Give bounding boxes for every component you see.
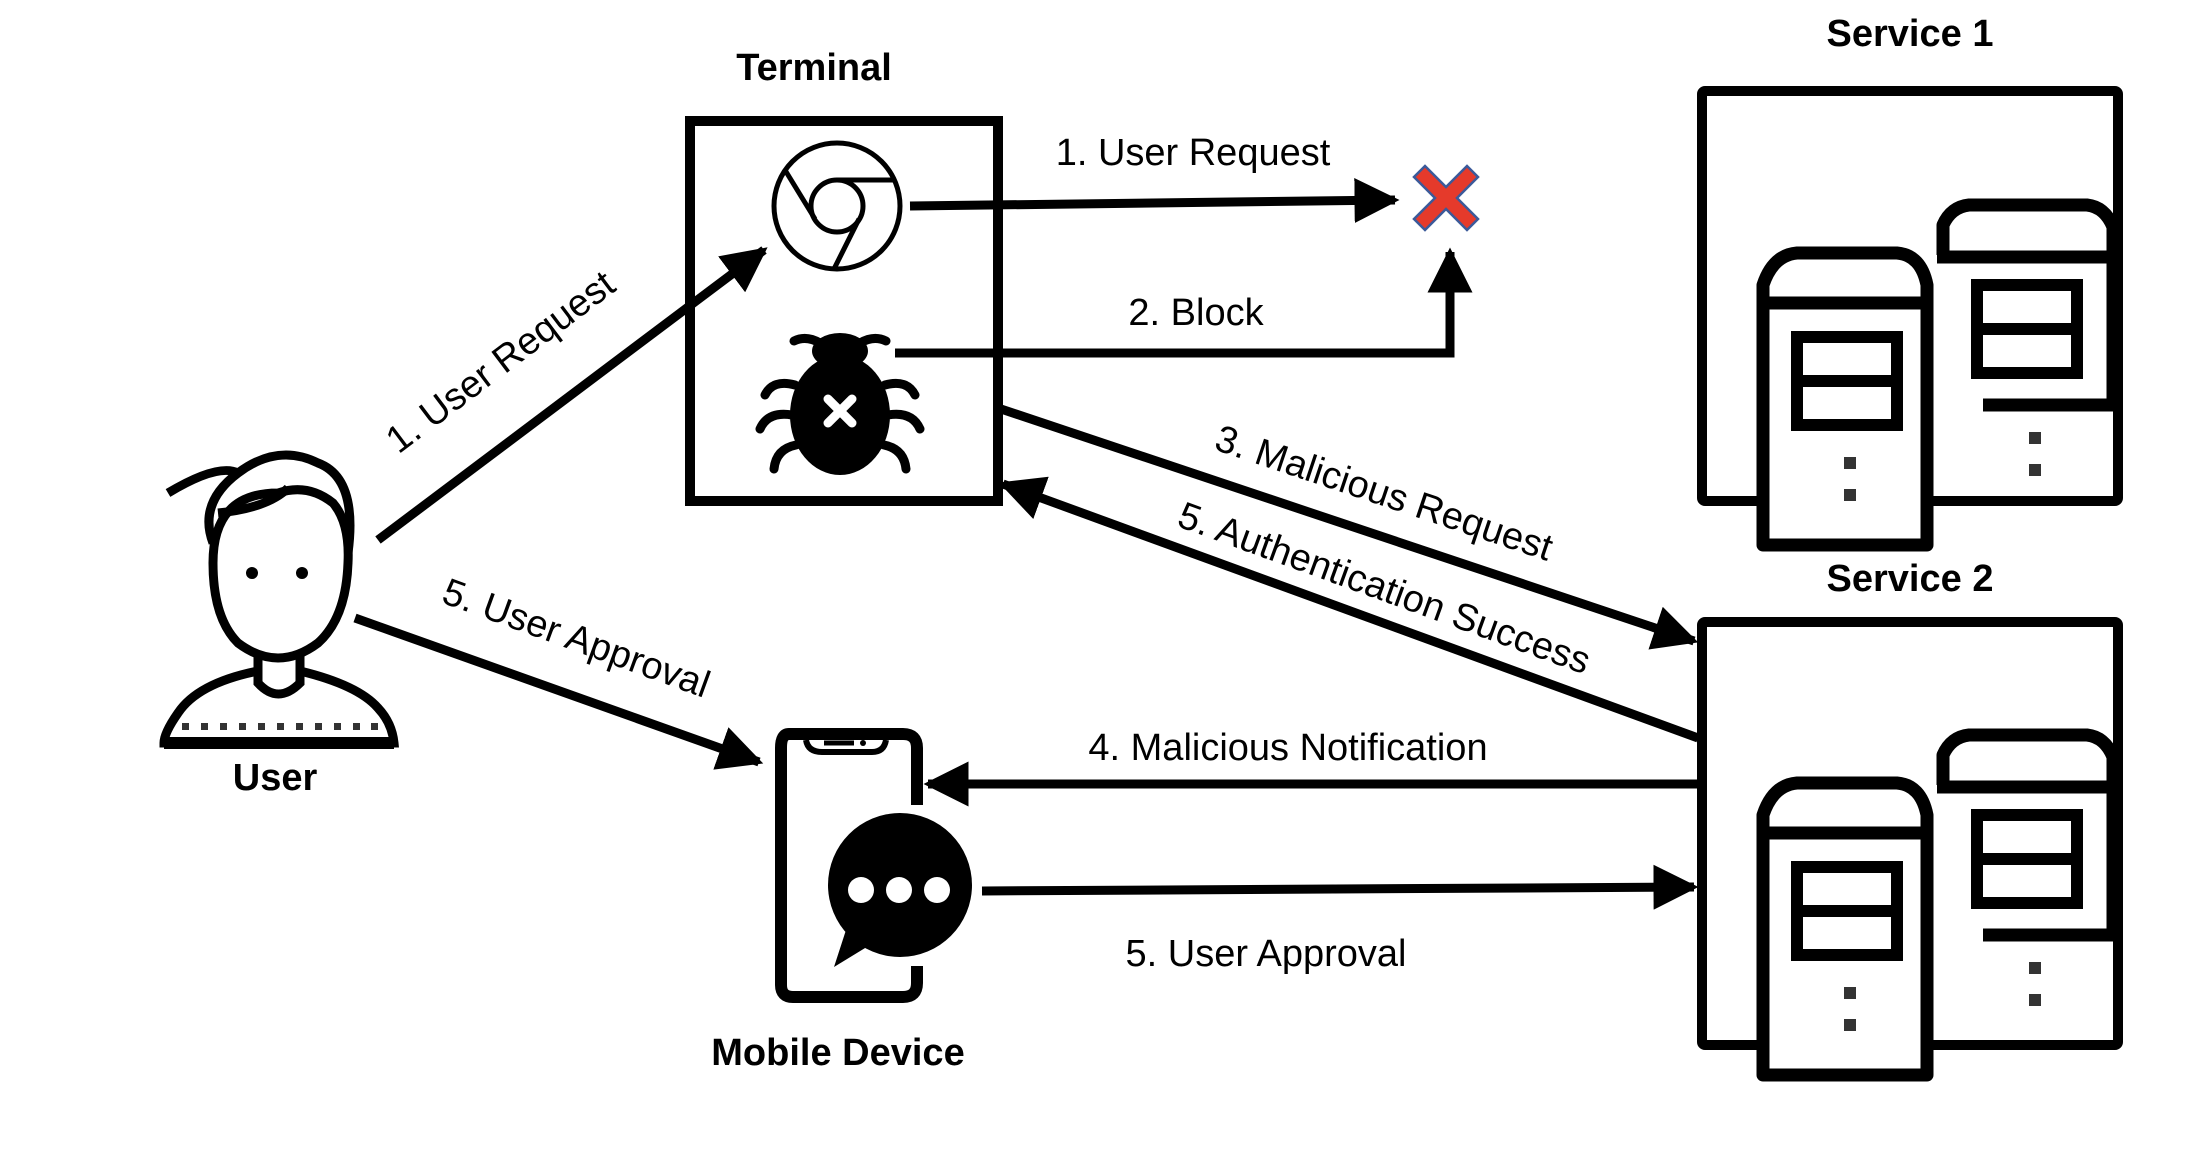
label-user-request-left: 1. User Request [378, 263, 623, 462]
smartphone-icon [775, 728, 923, 1003]
mobile-device-title: Mobile Device [711, 1032, 964, 1074]
arrow-block [895, 247, 1473, 358]
label-block: 2. Block [1128, 292, 1264, 334]
user-title: User [233, 757, 318, 799]
arrow-mobile-approval [981, 864, 1699, 910]
malware-bug-icon [755, 333, 925, 475]
label-user-approval-bottom: 5. User Approval [1126, 933, 1407, 975]
arrow-authentication-success [998, 476, 1700, 743]
arrow-browser-request [909, 178, 1400, 223]
terminal-title: Terminal [736, 47, 892, 89]
label-malicious-notification: 4. Malicious Notification [1088, 727, 1487, 769]
browser-icon [771, 140, 903, 272]
arrow-user-approval [353, 613, 764, 770]
blocked-x-icon [1412, 164, 1480, 232]
label-user-approval-left: 5. User Approval [437, 571, 715, 707]
user-icon [159, 450, 399, 749]
chat-bubble-icon [828, 813, 972, 967]
service1-title: Service 1 [1827, 13, 1994, 55]
label-user-request-top: 1. User Request [1056, 132, 1331, 174]
arrow-user-request [375, 246, 768, 544]
arrow-malicious-request [996, 403, 1699, 650]
service2-title: Service 2 [1827, 558, 1994, 600]
